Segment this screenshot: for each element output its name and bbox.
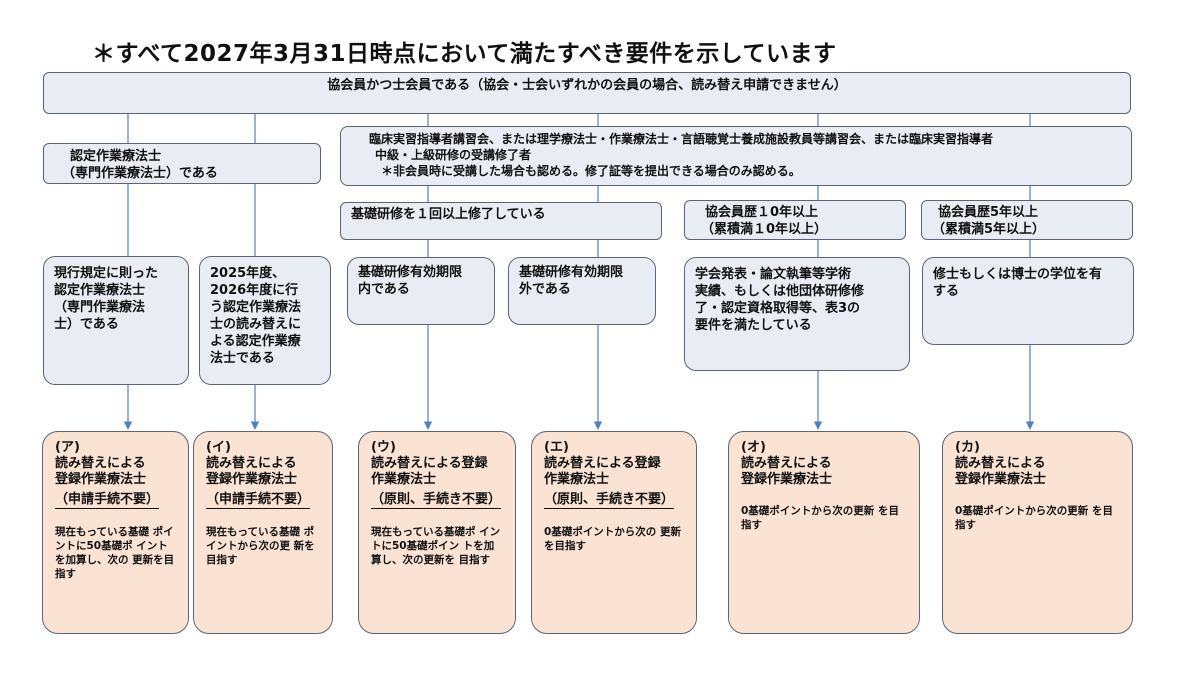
certified-ot-line: 認定作業療法士 <box>70 149 162 164</box>
condition-line: 外である <box>519 282 571 297</box>
result-desc-line: ポイントから次の更 <box>206 526 315 552</box>
result-desc-line: 0基礎ポイントから次の <box>544 526 657 538</box>
member-10-years-line: 協会員歴１0年以上 <box>705 205 819 220</box>
training-line: 中級・上級研修の受講修了者 <box>375 148 532 162</box>
top-requirement-box: 協会員かつ士会員である（協会・士会いずれかの会員の場合、読み替え申請できません） <box>43 72 1131 114</box>
result-heading: 登録作業療法士 <box>206 472 298 487</box>
result-desc-line: 現在もっている基礎 <box>55 526 149 538</box>
member-10-years-box: 協会員歴１0年以上 （累積満１0年以上） <box>684 200 906 240</box>
training-line: 臨床実習指導者講習会、または理学療法士・作業療法士・言語聴覚士養成施設教員等講習… <box>369 132 994 146</box>
result-heading: 作業療法士 <box>371 472 437 487</box>
result-box-i: (イ) 読み替えによる 登録作業療法士 （申請手続不要） 現在もっている基礎 ポ… <box>193 431 333 634</box>
condition-line: よる認定作業療 <box>210 334 301 349</box>
result-desc-line: 現在もっている基礎ポ <box>371 526 476 538</box>
result-heading: 登録作業療法士 <box>741 472 833 487</box>
condition-box-a: 現行規定に則った 認定作業療法士 （専門作業療法 士）である <box>43 256 189 385</box>
result-heading: 読み替えによる登録 <box>544 456 661 471</box>
result-desc-line: を目指す <box>741 505 899 531</box>
result-desc-line: 0基礎ポイントから次の更新 <box>741 505 875 517</box>
condition-box-ka: 修士もしくは博士の学位を有 する <box>922 257 1134 345</box>
condition-line: 修士もしくは博士の学位を有 <box>933 267 1103 282</box>
basic-training-line: 基礎研修を１回以上修了している <box>351 207 546 222</box>
result-heading: 読み替えによる <box>206 456 297 471</box>
result-description: 0基礎ポイントから次の更新 を目指す <box>741 504 907 532</box>
certified-ot-line: （専門作業療法士）である <box>62 166 218 181</box>
condition-line: 学会発表・論文執筆等学術 <box>695 267 852 282</box>
result-box-u: (ウ) 読み替えによる登録 作業療法士 （原則、手続き不要） 現在もっている基礎… <box>358 431 516 634</box>
result-description: 0基礎ポイントから次の更新 を目指す <box>955 504 1120 532</box>
result-heading: 読み替えによる <box>741 456 832 471</box>
member-5-years-line: （累積満5年以上） <box>932 222 1046 237</box>
result-desc-line: ポイントに50基礎ポ <box>55 526 174 552</box>
result-box-a: (ア) 読み替えによる 登録作業療法士 （申請手続不要） 現在もっている基礎 ポ… <box>42 431 189 634</box>
result-heading: 読み替えによる <box>955 456 1046 471</box>
result-label: (カ) <box>955 440 980 455</box>
result-heading: 読み替えによる <box>55 456 146 471</box>
result-note: （原則、手続き不要） <box>371 492 502 509</box>
result-label: (イ) <box>206 440 231 455</box>
member-5-years-line: 協会員歴5年以上 <box>938 205 1039 220</box>
result-desc-line: 現在もっている基礎 <box>206 526 300 538</box>
page-title: ＊すべて2027年3月31日時点において満たすべき要件を示しています <box>92 41 837 67</box>
top-requirement-text: 協会員かつ士会員である（協会・士会いずれかの会員の場合、読み替え申請できません） <box>327 78 847 93</box>
condition-line: 2026年度に行 <box>210 283 299 298</box>
result-box-e: (エ) 読み替えによる登録 作業療法士 （原則、手続き不要） 0基礎ポイントから… <box>531 431 697 634</box>
condition-line: 法士である <box>210 351 275 366</box>
condition-line: う認定作業療法 <box>210 300 302 315</box>
result-note: （原則、手続き不要） <box>544 492 675 509</box>
condition-line: 2025年度、 <box>210 266 286 281</box>
condition-box-e: 基礎研修有効期限 外である <box>508 257 656 325</box>
result-note: （申請手続不要） <box>206 492 311 509</box>
result-desc-line: を目指す <box>955 505 1113 531</box>
condition-line: 要件を満たしている <box>695 318 812 333</box>
result-box-o: (オ) 読み替えによる 登録作業療法士 0基礎ポイントから次の更新 を目指す <box>728 431 920 634</box>
result-label: (エ) <box>544 440 569 455</box>
training-line: ＊非会員時に受講した場合も認める。修了証等を提出できる場合のみ認める。 <box>381 164 801 178</box>
condition-box-u: 基礎研修有効期限 内である <box>347 257 495 325</box>
condition-line: 実績、もしくは他団体研修修 <box>695 284 865 299</box>
result-label: (オ) <box>741 440 766 455</box>
result-desc-line: 新を目指す <box>206 540 315 566</box>
condition-line: 基礎研修有効期限 <box>519 265 624 280</box>
condition-line: 認定作業療法士 <box>54 283 146 298</box>
result-heading: 登録作業療法士 <box>955 472 1047 487</box>
basic-training-box: 基礎研修を１回以上修了している <box>340 202 662 240</box>
result-description: 現在もっている基礎 ポイントに50基礎ポ イントを加算し、次の 更新を目指す <box>55 525 176 581</box>
condition-line: 内である <box>358 282 410 297</box>
certified-ot-box: 認定作業療法士 （専門作業療法士）である <box>43 143 321 184</box>
result-desc-line: イントを加算し、次の <box>55 540 168 566</box>
condition-line: 士）である <box>54 317 119 332</box>
member-10-years-line: （累積満１0年以上） <box>701 222 828 237</box>
result-desc-line: トを加算し、次の更新を <box>371 540 495 566</box>
condition-line: （専門作業療法 <box>54 300 146 315</box>
result-heading: 作業療法士 <box>544 472 610 487</box>
condition-line: 士の読み替えに <box>210 317 302 332</box>
result-description: 0基礎ポイントから次の 更新を目指す <box>544 525 684 553</box>
member-5-years-box: 協会員歴5年以上 （累積満5年以上） <box>921 200 1133 240</box>
training-box: 臨床実習指導者講習会、または理学療法士・作業療法士・言語聴覚士養成施設教員等講習… <box>340 126 1132 186</box>
condition-line: 了・認定資格取得等、表3の <box>695 301 861 316</box>
result-description: 現在もっている基礎 ポイントから次の更 新を目指す <box>206 525 320 567</box>
condition-line: 基礎研修有効期限 <box>358 265 463 280</box>
result-label: (ア) <box>55 440 80 455</box>
condition-line: する <box>933 284 960 299</box>
result-description: 現在もっている基礎ポ イントに50基礎ポイン トを加算し、次の更新を 目指す <box>371 525 503 567</box>
result-desc-line: 更新を目指す <box>544 526 681 552</box>
condition-box-o: 学会発表・論文執筆等学術 実績、もしくは他団体研修修 了・認定資格取得等、表3の… <box>684 257 910 371</box>
result-note: （申請手続不要） <box>55 492 160 509</box>
result-heading: 読み替えによる登録 <box>371 456 488 471</box>
result-heading: 登録作業療法士 <box>55 472 147 487</box>
result-desc-line: 目指す <box>458 554 491 566</box>
result-label: (ウ) <box>371 440 396 455</box>
result-desc-line: イントに50基礎ポイン <box>371 526 501 552</box>
result-desc-line: 更新を目指す <box>55 554 175 580</box>
result-box-ka: (カ) 読み替えによる 登録作業療法士 0基礎ポイントから次の更新 を目指す <box>942 431 1133 634</box>
result-desc-line: 0基礎ポイントから次の更新 <box>955 505 1089 517</box>
condition-box-i: 2025年度、 2026年度に行 う認定作業療法 士の読み替えに よる認定作業療… <box>199 256 331 385</box>
condition-line: 現行規定に則った <box>54 266 159 281</box>
